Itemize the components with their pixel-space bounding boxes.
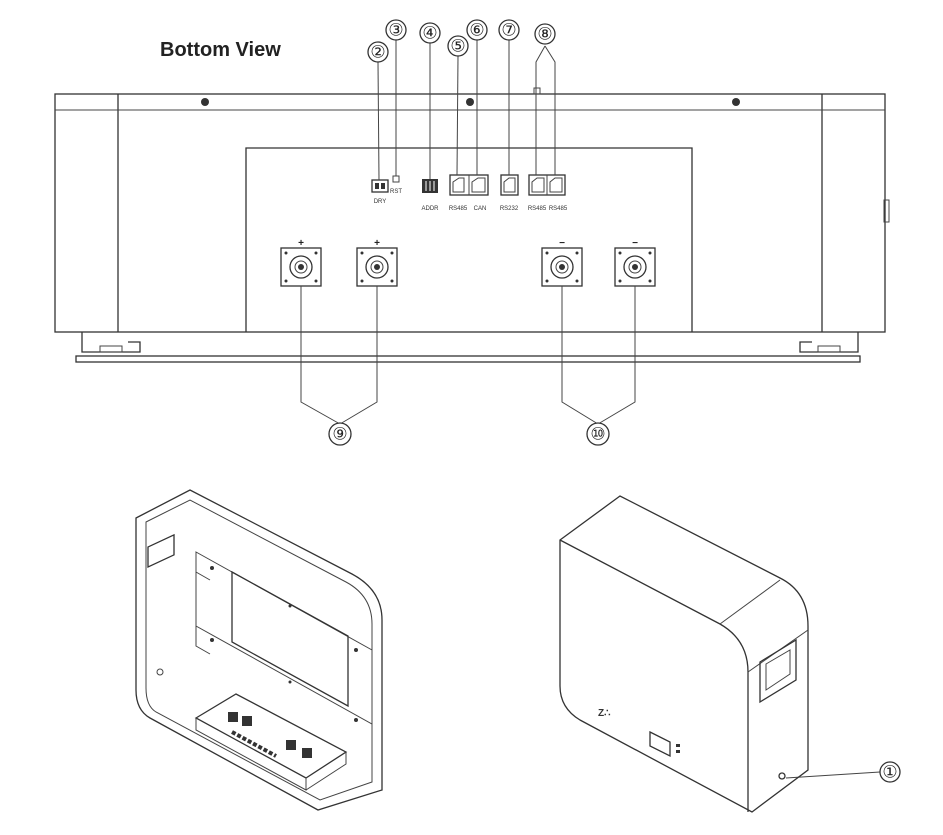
power-switch-icon [778,772,786,780]
svg-text:⑦: ⑦ [501,21,516,40]
battery-rear-isometric [135,489,383,811]
callout-6: ⑥ [466,19,488,41]
svg-text:②: ② [370,43,385,62]
svg-text:⑥: ⑥ [469,21,484,40]
display-screen-icon [649,730,671,758]
callout-7: ⑦ [498,19,520,41]
svg-text:①: ① [882,763,897,782]
svg-text:③: ③ [388,21,403,40]
svg-text:+: + [374,238,380,249]
bracket-left [81,332,141,353]
can-label: CAN [474,206,487,212]
callout-3: ③ [385,19,407,41]
callout-2: ② [367,41,389,63]
rs232-label: RS232 [500,206,519,212]
power-terminals: + + − − [280,238,656,287]
svg-text:+: + [298,238,304,249]
callout-9: ⑨ [328,422,352,446]
callout-8: ⑧ [534,23,556,45]
battery-front-isometric: Z∴ [559,495,809,813]
terminal-positive-2: + [356,238,398,287]
rst-label: RST [390,189,402,195]
port-panel [245,147,693,332]
diagram-title: Bottom View [160,39,281,61]
terminal-positive-1: + [280,238,322,287]
leader-lines [300,40,881,779]
terminal-negative-2: − [614,238,656,287]
svg-text:−: − [559,238,565,249]
callout-10: ⑩ [586,422,610,446]
svg-text:−: − [632,238,638,249]
screw-icon [466,98,474,106]
terminal-negative-1: − [541,238,583,287]
screw-icon [732,98,740,106]
callout-1: ① [879,761,901,783]
battery-bottom-view [54,87,890,363]
base-plate [75,355,861,363]
svg-text:⑤: ⑤ [450,37,465,56]
callouts: ② ③ ④ ⑤ ⑥ ⑦ ⑧ ⑨ ⑩ ① [328,19,901,783]
brand-logo-icon: Z∴ [598,708,610,719]
screw-icon [201,98,209,106]
reset-button-icon [392,175,400,183]
svg-text:⑧: ⑧ [537,25,552,44]
ports: DRY RST ADDR RS485 CAN RS232 RS485 RS485 [371,174,568,212]
svg-text:⑨: ⑨ [332,425,347,444]
dry-port-icon [371,179,389,193]
rs485-a-label: RS485 [528,206,547,212]
callout-5: ⑤ [447,35,469,57]
callout-4: ④ [419,22,441,44]
dry-label: DRY [374,199,387,205]
addr-label: ADDR [421,206,439,212]
bracket-right [799,332,859,353]
svg-text:④: ④ [422,24,437,43]
svg-text:⑩: ⑩ [590,425,605,444]
rs485-label: RS485 [449,206,468,212]
rs485-b-label: RS485 [549,206,568,212]
